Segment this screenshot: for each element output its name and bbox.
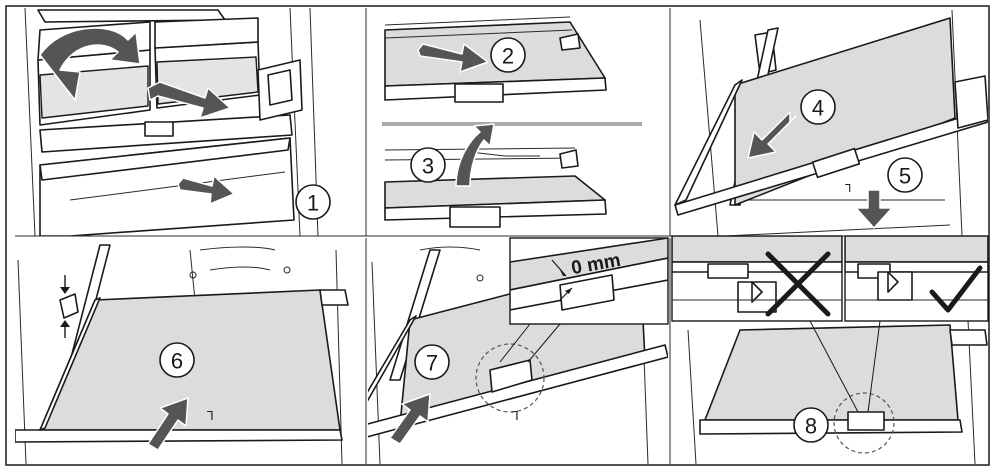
step-6-label: 6 — [171, 349, 183, 374]
pull-arrow-icon — [177, 175, 235, 205]
step-5-marker: 5 — [887, 157, 923, 193]
step-1-marker: 1 — [295, 184, 331, 220]
curved-arrow-icon — [39, 27, 141, 101]
push-arrow-icon — [389, 393, 431, 445]
down-left-arrow-icon — [747, 111, 797, 159]
step-8-marker: 8 — [793, 407, 829, 443]
lift-arrow-icon — [455, 123, 495, 187]
notch-icon: ᒣ — [206, 409, 213, 423]
wrong-cross-icon — [765, 251, 831, 317]
step-4-marker: 4 — [800, 89, 836, 125]
step-7-label: 7 — [426, 351, 438, 376]
push-arrow-icon — [147, 397, 189, 451]
step-3-marker: 3 — [410, 147, 446, 183]
push-arrow-icon — [417, 43, 489, 73]
correct-check-icon — [929, 265, 983, 313]
panel-4-5-insert-shelf: ᒣ — [674, 9, 988, 236]
pull-arrow-icon — [147, 81, 231, 119]
wrong-position-inset — [671, 235, 843, 322]
step-5-label: 5 — [899, 164, 911, 189]
magnifier-circle — [475, 343, 545, 413]
panel-1-remove-drawers — [24, 8, 319, 236]
down-arrow-icon — [855, 189, 893, 229]
figure-border — [5, 5, 990, 466]
step-4-label: 4 — [812, 96, 824, 121]
step-7-marker: 7 — [414, 344, 450, 380]
step-3-label: 3 — [422, 154, 434, 179]
notch-icon: ᒣ — [511, 409, 518, 423]
correct-position-inset — [844, 235, 989, 322]
magnifier-circle — [833, 392, 895, 454]
panel-8-correct-position — [687, 319, 988, 464]
step-8-label: 8 — [805, 414, 817, 439]
gap-zoom-inset: 0 mm — [499, 237, 669, 363]
step-6-marker: 6 — [159, 342, 195, 378]
step-2-marker: 2 — [490, 37, 526, 73]
step-2-label: 2 — [502, 44, 514, 69]
step-1-label: 1 — [307, 191, 319, 216]
notch-icon: ᒣ — [845, 183, 852, 195]
